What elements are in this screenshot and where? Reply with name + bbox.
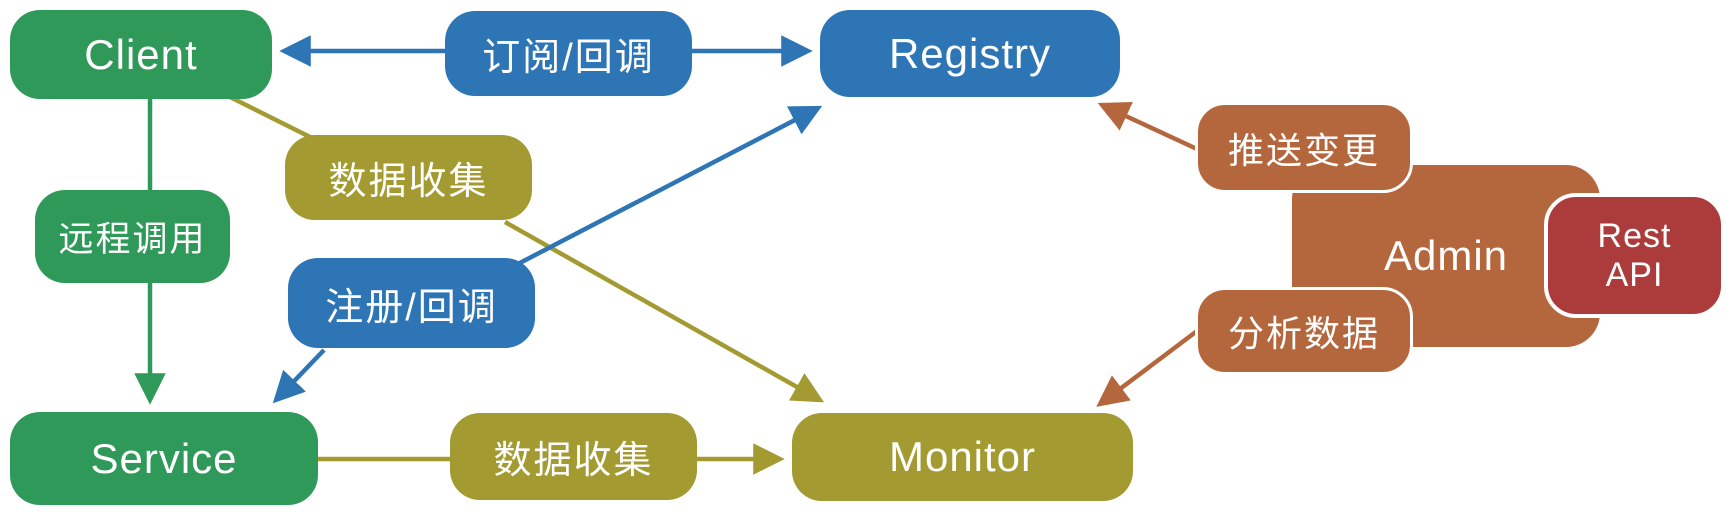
rest-api-line1: Rest: [1597, 217, 1672, 256]
edge-push-to-registry-arrow: [1097, 101, 1198, 152]
node-monitor: Monitor: [792, 413, 1133, 501]
edge-label-push-changes: 推送变更: [1195, 102, 1413, 193]
edge-label-remote-call: 远程调用: [35, 190, 230, 283]
edge-register-to-registry-arrow: [512, 105, 823, 268]
node-registry: Registry: [820, 10, 1120, 97]
edge-label-register-callback: 注册/回调: [288, 258, 535, 348]
node-client: Client: [10, 10, 272, 99]
edge-label-data-collection-client: 数据收集: [285, 135, 532, 220]
edge-analyze-to-monitor-arrow: [1096, 329, 1199, 407]
edge-collect-to-monitor-arrow: [503, 220, 825, 403]
edge-label-data-collection-service: 数据收集: [450, 413, 697, 500]
edge-label-subscribe-callback: 订阅/回调: [445, 11, 692, 96]
rest-api-line2: API: [1605, 255, 1664, 294]
node-rest-api: Rest API: [1544, 193, 1725, 318]
edge-register-to-service-arrow: [272, 348, 326, 404]
edge-label-analyze-data: 分析数据: [1195, 287, 1413, 375]
node-service: Service: [10, 412, 318, 505]
